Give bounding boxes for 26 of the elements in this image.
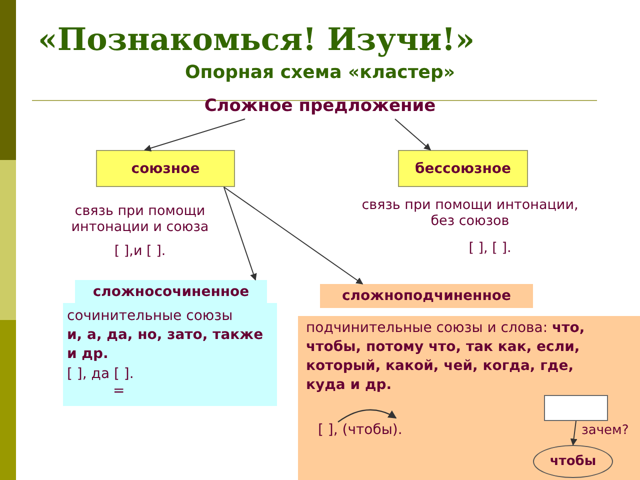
oval-node: чтобы bbox=[533, 445, 613, 478]
category-box: союзное bbox=[96, 150, 235, 187]
note-text: связь при помощи интонации и союза bbox=[70, 203, 210, 235]
scheme-text: [ ], [ ]. bbox=[468, 240, 512, 256]
subtitle: Опорная схема «кластер» bbox=[184, 62, 456, 83]
arrow bbox=[223, 186, 257, 281]
note-text: подчинительные союзы и слова: что, чтобы, потому что, так как, если, который, какой, чей, когда, где, куда и др. bbox=[306, 319, 586, 395]
note-text: связь при помощи интонации, без союзов bbox=[360, 197, 580, 229]
info-panel bbox=[63, 303, 277, 406]
category-box: сложносочиненное bbox=[75, 280, 267, 303]
note-text: сочинительные союзы bbox=[67, 307, 233, 326]
heading-text: Сложное предложение bbox=[170, 93, 470, 119]
arrow bbox=[223, 186, 364, 284]
scheme-text: [ ],и [ ]. bbox=[113, 243, 167, 259]
scheme-text: [ ], да [ ]. bbox=[67, 365, 134, 384]
scheme-text: [ ], (чтобы). bbox=[318, 421, 402, 440]
category-box: сложноподчиненное bbox=[320, 284, 533, 308]
arrow bbox=[570, 420, 578, 446]
union-list: и, а, да, но, зато, также и др. bbox=[67, 326, 277, 364]
arrow bbox=[144, 118, 246, 152]
title: «Познакомься! Изучи!» bbox=[38, 22, 475, 58]
arrow bbox=[394, 118, 432, 150]
scheme-text: = bbox=[113, 382, 125, 401]
category-box: бессоюзное bbox=[398, 150, 528, 187]
info-panel bbox=[298, 316, 640, 480]
empty-box bbox=[544, 395, 608, 421]
